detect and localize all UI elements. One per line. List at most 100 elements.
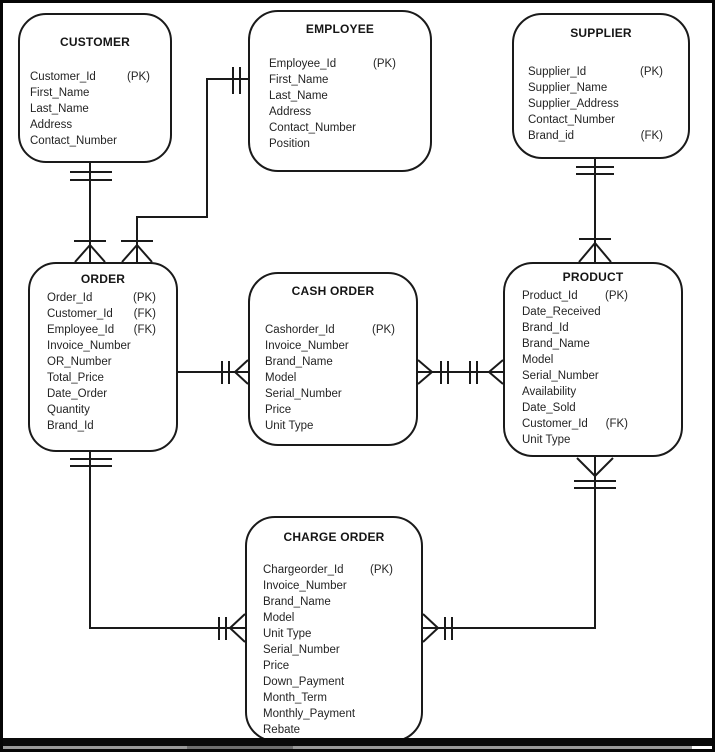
field-name: OR_Number [47,356,112,368]
field-row: Customer_Id(FK) [47,306,156,322]
field-name: Chargeorder_Id [263,564,344,576]
field-name: Employee_Id [47,324,115,336]
field-row: Down_Payment [263,674,393,690]
field-name: Invoice_Number [47,340,131,352]
field-row: Supplier_Id (PK) [528,64,663,80]
field-row: Total_Price [47,370,156,386]
field-name: Quantity [47,404,90,416]
field-name: Order_Id [47,292,93,304]
field-row: Model [265,370,395,386]
entity-title: SUPPLIER [570,26,632,40]
field-row: Date_Sold [522,400,628,416]
field-name: Customer_Id [47,308,113,320]
field-key-label: (PK) [605,290,628,302]
field-name: Invoice_Number [263,580,347,592]
field-row: Position [269,136,396,152]
entity-charge-order: CHARGE ORDER Chargeorder_Id(PK) Invoice_N… [245,516,423,742]
horizontal-scrollbar[interactable] [0,746,692,752]
field-name: Brand_id [528,130,575,142]
field-name: Product_Id [522,290,578,302]
field-row: Invoice_Number [47,338,156,354]
entity-title: CHARGE ORDER [283,530,385,544]
field-key-label: (FK) [640,130,663,142]
field-name: Rebate [263,724,301,736]
field-row: Brand_Id [47,418,156,434]
field-row: Supplier_Name [528,80,663,96]
field-row: Quantity [47,402,156,418]
field-row: Brand_Name [522,336,628,352]
field-row: Model [522,352,628,368]
field-row: Address [269,104,396,120]
field-row: Brand_Name [263,594,393,610]
field-key-label: (PK) [133,292,156,304]
field-row: Serial_Number [263,642,393,658]
field-row: Serial_Number [522,368,628,384]
entity-title: EMPLOYEE [305,22,375,36]
field-name: Position [269,138,310,150]
field-row: Product_Id (PK) [522,288,628,304]
field-row: Unit Type [263,626,393,642]
field-name: Brand_Name [522,338,590,350]
connector-customer-order [70,163,112,263]
field-name: Unit Type [522,434,571,446]
field-row: Employee_Id(FK) [47,322,156,338]
field-name: Unit Type [263,628,312,640]
entity-title: PRODUCT [562,270,624,284]
field-name: Month_Term [263,692,327,704]
field-row: Address [30,117,150,133]
field-name: Serial_Number [265,388,342,400]
field-row: Contact_Number [269,120,396,136]
field-name: Invoice_Number [265,340,349,352]
field-name: First_Name [30,87,90,99]
entity-title: ORDER [80,272,126,286]
field-row: Price [265,402,395,418]
field-name: Date_Received [522,306,601,318]
scrollbar-thumb[interactable] [187,746,293,752]
field-name: Supplier_Id [528,66,587,78]
field-row: Month_Term [263,690,393,706]
field-name: Unit Type [265,420,314,432]
field-key-label: (FK) [605,418,628,430]
field-name: Last_Name [269,90,328,102]
field-name: Price [265,404,292,416]
field-name: Address [269,106,312,118]
field-row: Date_Order [47,386,156,402]
field-row: Supplier_Address [528,96,663,112]
field-name: Contact_Number [30,135,117,147]
field-key-label: (PK) [640,66,663,78]
field-name: Model [263,612,295,624]
field-name: Monthly_Payment [263,708,356,720]
field-key-label: (PK) [373,58,396,70]
field-row: Unit Type [265,418,395,434]
field-row: Customer_Id(PK) [30,69,150,85]
field-row: First_Name [30,85,150,101]
field-key-label: (PK) [372,324,395,336]
field-row: Chargeorder_Id(PK) [263,562,393,578]
entity-fields: Order_Id (PK) Customer_Id(FK)Employee_Id(F… [30,290,176,434]
field-row: Model [263,610,393,626]
field-row: Price [263,658,393,674]
field-name: Serial_Number [522,370,599,382]
field-name: Total_Price [47,372,104,384]
field-row: Employee_Id (PK) [269,56,396,72]
field-name: Brand_Name [263,596,331,608]
connector-order-cashorder [178,359,249,385]
field-name: Employee_Id [269,58,337,70]
field-row: First_Name [269,72,396,88]
field-key-label: (PK) [127,71,150,83]
field-row: Contact_Number [30,133,150,149]
field-name: Model [265,372,297,384]
field-name: First_Name [269,74,329,86]
field-name: Contact_Number [269,122,356,134]
field-row: Date_Received [522,304,628,320]
connector-supplier-product [576,159,614,263]
field-row: Brand_Id [522,320,628,336]
field-row: Brand_id (FK) [528,128,663,144]
field-name: Model [522,354,554,366]
